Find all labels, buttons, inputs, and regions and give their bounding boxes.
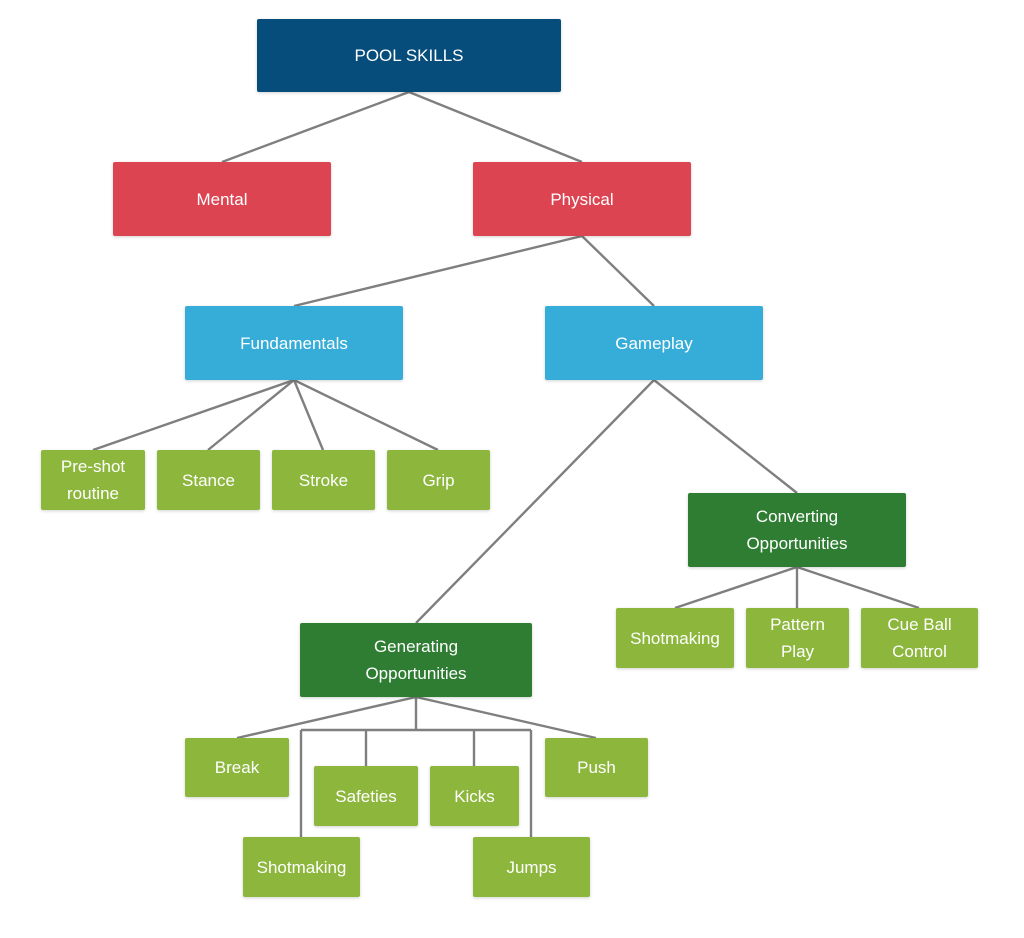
link-fundamentals-stroke bbox=[292, 379, 325, 451]
node-break[interactable]: Break bbox=[185, 738, 289, 797]
node-pre-shot-routine[interactable]: Pre-shot routine bbox=[41, 450, 145, 510]
node-shotmaking-generating-label: Shotmaking bbox=[256, 857, 347, 877]
link-generating-break bbox=[236, 695, 417, 740]
node-cue-ball-control[interactable]: Cue Ball Control bbox=[861, 608, 978, 668]
node-grip-label: Grip bbox=[422, 470, 455, 490]
link-fundamentals-preshot bbox=[92, 378, 295, 452]
link-converting-cue-ball-control bbox=[796, 565, 920, 610]
node-jumps-label: Jumps bbox=[506, 857, 557, 877]
link-gameplay-generating bbox=[415, 379, 655, 624]
node-mental[interactable]: Mental bbox=[113, 162, 331, 236]
node-fundamentals-label: Fundamentals bbox=[240, 333, 348, 353]
node-stroke[interactable]: Stroke bbox=[272, 450, 375, 510]
node-kicks[interactable]: Kicks bbox=[430, 766, 519, 826]
link-physical-fundamentals bbox=[293, 234, 583, 308]
link-root-mental bbox=[221, 90, 410, 164]
node-shotmaking-generating[interactable]: Shotmaking bbox=[243, 837, 360, 897]
node-grip[interactable]: Grip bbox=[387, 450, 490, 510]
node-push-label: Push bbox=[577, 758, 616, 777]
node-generating-opportunities[interactable]: Generating Opportunities bbox=[300, 623, 532, 697]
node-push[interactable]: Push bbox=[545, 738, 648, 797]
node-pool-skills[interactable]: POOL SKILLS bbox=[257, 19, 561, 92]
link-gameplay-converting bbox=[653, 379, 798, 494]
node-physical[interactable]: Physical bbox=[473, 162, 691, 236]
node-pattern-play[interactable]: Pattern Play bbox=[746, 608, 849, 668]
node-safeties-label: Safeties bbox=[335, 786, 397, 806]
node-stance-label: Stance bbox=[182, 470, 235, 490]
link-generating-push bbox=[415, 695, 597, 740]
node-cue-ball-control-label: Cue Ball Control bbox=[887, 615, 952, 661]
link-fundamentals-stance bbox=[207, 379, 295, 451]
node-generating-opportunities-label: Generating Opportunities bbox=[365, 637, 467, 683]
link-converting-shotmaking bbox=[674, 565, 798, 610]
node-pre-shot-routine-label: Pre-shot routine bbox=[60, 457, 126, 503]
node-shotmaking-converting-label: Shotmaking bbox=[630, 628, 720, 648]
node-jumps[interactable]: Jumps bbox=[473, 837, 590, 897]
node-fundamentals[interactable]: Fundamentals bbox=[185, 306, 403, 380]
node-stroke-label: Stroke bbox=[298, 470, 349, 490]
node-kicks-label: Kicks bbox=[454, 786, 495, 806]
node-gameplay-label: Gameplay bbox=[615, 333, 693, 353]
node-shotmaking-converting[interactable]: Shotmaking bbox=[616, 608, 734, 668]
node-mental-label: Mental bbox=[196, 189, 248, 209]
node-break-label: Break bbox=[214, 758, 260, 777]
link-fundamentals-grip bbox=[293, 378, 439, 452]
node-safeties[interactable]: Safeties bbox=[314, 766, 418, 826]
node-pattern-play-label: Pattern Play bbox=[770, 615, 825, 661]
node-pool-skills-label: POOL SKILLS bbox=[354, 46, 464, 65]
node-stance[interactable]: Stance bbox=[157, 450, 260, 510]
link-root-physical bbox=[408, 90, 583, 164]
node-gameplay[interactable]: Gameplay bbox=[545, 306, 763, 380]
node-converting-opportunities-label: Converting Opportunities bbox=[746, 507, 848, 553]
node-converting-opportunities[interactable]: Converting Opportunities bbox=[688, 493, 906, 567]
node-physical-label: Physical bbox=[550, 189, 614, 209]
link-physical-gameplay bbox=[581, 235, 655, 307]
